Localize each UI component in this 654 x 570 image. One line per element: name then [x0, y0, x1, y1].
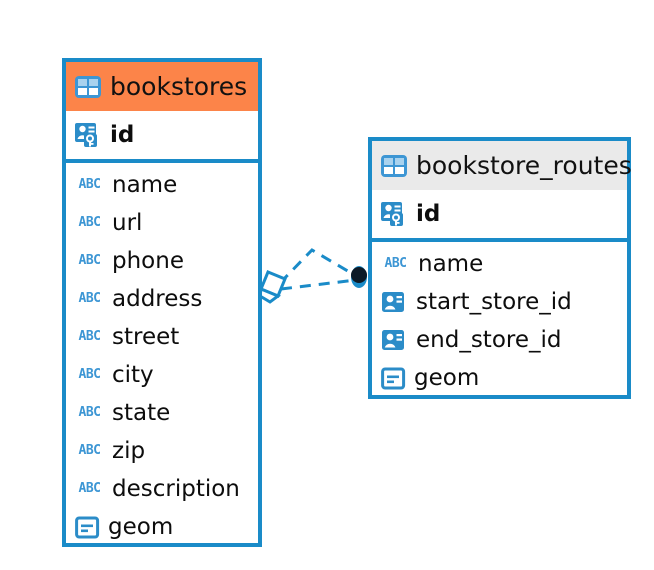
field-label: city — [112, 362, 154, 388]
field-label: name — [418, 251, 484, 277]
table-icon — [75, 75, 101, 98]
fields-section: ABC name ABC url ABC phone ABC address A… — [66, 163, 258, 546]
field-row-name[interactable]: ABC name — [372, 245, 627, 283]
field-label: description — [112, 476, 240, 502]
entity-table-bookstores[interactable]: bookstores — [62, 58, 262, 547]
field-label: street — [112, 324, 180, 350]
entity-title: bookstore_routes — [416, 151, 632, 180]
abc-text-icon: ABC — [78, 367, 101, 382]
entity-table-bookstore-routes[interactable]: bookstore_routes — [368, 137, 632, 399]
table-icon — [381, 154, 407, 177]
abc-text-icon: ABC — [78, 291, 101, 306]
field-label: end_store_id — [416, 327, 562, 353]
primary-key-section: id — [372, 190, 627, 242]
field-row-city[interactable]: ABC city — [66, 356, 258, 394]
geometry-icon — [75, 515, 100, 540]
field-label: geom — [414, 365, 480, 391]
relationship-source-diamond-icon — [258, 270, 287, 304]
field-label: id — [110, 122, 135, 148]
fields-section: ABC name start_store_id — [372, 242, 627, 397]
field-row-zip[interactable]: ABC zip — [66, 432, 258, 470]
abc-text-icon: ABC — [78, 215, 101, 230]
field-label: name — [112, 172, 178, 198]
primary-key-section: id — [66, 111, 258, 163]
field-row-description[interactable]: ABC description — [66, 470, 258, 508]
field-label: start_store_id — [416, 289, 572, 315]
field-row-start-store-id[interactable]: start_store_id — [372, 283, 627, 321]
field-row-id[interactable]: id — [66, 111, 258, 159]
abc-text-icon: ABC — [78, 405, 101, 420]
abc-text-icon: ABC — [78, 481, 101, 496]
foreign-key-icon — [381, 328, 408, 353]
field-label: geom — [108, 514, 174, 540]
entity-header-bookstores[interactable]: bookstores — [66, 62, 258, 111]
entity-title: bookstores — [110, 72, 248, 101]
field-row-geom[interactable]: geom — [66, 508, 258, 546]
field-row-end-store-id[interactable]: end_store_id — [372, 321, 627, 359]
foreign-key-icon — [381, 290, 408, 315]
abc-text-icon: ABC — [78, 253, 101, 268]
field-label: phone — [112, 248, 184, 274]
primary-key-icon — [75, 122, 102, 148]
geometry-icon — [381, 366, 406, 391]
abc-text-icon: ABC — [78, 329, 101, 344]
field-row-address[interactable]: ABC address — [66, 280, 258, 318]
abc-text-icon: ABC — [78, 443, 101, 458]
primary-key-icon — [381, 201, 408, 227]
field-row-geom[interactable]: geom — [372, 359, 627, 397]
abc-text-icon: ABC — [78, 177, 101, 192]
field-label: zip — [112, 438, 146, 464]
field-label: state — [112, 400, 171, 426]
relationship-line-lower — [280, 278, 357, 291]
field-row-id[interactable]: id — [372, 190, 627, 238]
field-label: id — [416, 201, 441, 227]
relationship-target-circle-icon — [351, 266, 367, 288]
entity-header-bookstore-routes[interactable]: bookstore_routes — [372, 141, 632, 190]
field-row-phone[interactable]: ABC phone — [66, 242, 258, 280]
field-row-url[interactable]: ABC url — [66, 204, 258, 242]
field-row-state[interactable]: ABC state — [66, 394, 258, 432]
abc-text-icon: ABC — [384, 256, 407, 271]
relationship-line-upper — [278, 248, 359, 285]
field-row-name[interactable]: ABC name — [66, 166, 258, 204]
field-row-street[interactable]: ABC street — [66, 318, 258, 356]
field-label: address — [112, 286, 203, 312]
field-label: url — [112, 210, 143, 236]
